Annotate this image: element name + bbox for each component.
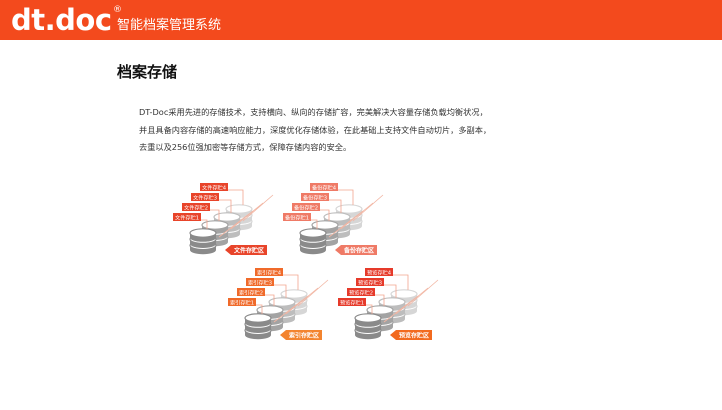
storage-tag: [283, 213, 311, 221]
connector-line: [329, 199, 342, 213]
storage-group: 预览存贮4 预览存贮3 预览存贮2 预览存贮1 预览存贮区: [338, 268, 439, 340]
storage-tag: [347, 288, 375, 296]
storage-tag-label: 预览存贮3: [358, 278, 382, 286]
region-badge-label: 索引存贮区: [289, 331, 319, 339]
storage-tag: [237, 288, 265, 296]
storage-tag: [292, 203, 320, 211]
region-badge: [225, 245, 267, 255]
connector-line: [366, 304, 373, 314]
region-badge-label: 预览存贮区: [399, 331, 429, 339]
connector-line: [256, 304, 263, 314]
accent-line: [407, 279, 439, 307]
storage-tag: [191, 193, 219, 201]
storage-tag-label: 备份存贮3: [303, 193, 327, 201]
storage-tag: [338, 298, 366, 306]
intro-line: 去重以及256位强加密等存储方式，保障存储内容的安全。: [139, 142, 352, 152]
connector-line: [265, 294, 275, 306]
storage-tag: [173, 213, 201, 221]
intro-line: DT-Doc采用先进的存储技术，支持横向、纵向的存储扩容，完美解决大容量存储负载…: [139, 107, 488, 117]
page-title: 档案存储: [117, 63, 178, 81]
app-header: dt.doc ® 智能档案管理系统: [0, 0, 722, 40]
storage-tag-label: 索引存贮1: [230, 298, 254, 306]
storage-tag: [310, 183, 338, 191]
region-badge: [280, 330, 322, 340]
accent-line: [297, 279, 329, 307]
connector-line: [375, 294, 385, 306]
storage-tag-label: 备份存贮2: [294, 203, 318, 211]
storage-tag-label: 文件存贮1: [175, 213, 199, 221]
region-badge: [390, 330, 432, 340]
disk-stack-icon: [244, 313, 272, 340]
accent-line: [340, 202, 374, 230]
storage-tag: [255, 268, 283, 276]
connector-line: [384, 284, 397, 298]
storage-group: 文件存贮4 文件存贮3 文件存贮2 文件存贮1 文件存贮区: [173, 183, 274, 255]
storage-tag: [301, 193, 329, 201]
disk-stack-icon: [354, 313, 382, 340]
storage-tag: [228, 298, 256, 306]
accent-line: [285, 287, 319, 315]
storage-tag-label: 索引存贮3: [248, 278, 272, 286]
storage-tag-label: 文件存贮4: [202, 183, 227, 191]
storage-tag-label: 预览存贮1: [340, 298, 364, 306]
accent-line: [230, 202, 264, 230]
storage-tag: [356, 278, 384, 286]
storage-tag: [200, 183, 228, 191]
storage-tag-label: 预览存贮2: [349, 288, 373, 296]
connector-line: [274, 284, 287, 298]
storage-tag-label: 索引存贮4: [257, 268, 282, 276]
connector-line: [320, 209, 330, 221]
connector-line: [210, 209, 220, 221]
disk-stack-icon: [189, 228, 217, 255]
intro-paragraph: DT-Doc采用先进的存储技术，支持横向、纵向的存储扩容，完美解决大容量存储负载…: [139, 104, 579, 157]
connector-line: [228, 189, 244, 205]
storage-tag-label: 索引存贮2: [239, 288, 263, 296]
storage-tag-label: 预览存贮4: [367, 268, 392, 276]
storage-tag-label: 文件存贮2: [184, 203, 208, 211]
connector-line: [219, 199, 232, 213]
logo[interactable]: dt.doc: [11, 3, 112, 37]
region-badge-label: 备份存贮区: [343, 246, 374, 254]
storage-tag: [365, 268, 393, 276]
accent-line: [395, 287, 429, 315]
storage-group: 备份存贮4 备份存贮3 备份存贮2 备份存贮1 备份存贮区: [283, 183, 384, 255]
storage-group: 索引存贮4 索引存贮3 索引存贮2 索引存贮1 索引存贮区: [228, 268, 329, 340]
intro-line: 并且具备内容存储的高速响应能力，深度优化存储体验，在此基础上支持文件自动切片，多…: [139, 124, 492, 135]
connector-line: [311, 219, 318, 229]
connector-line: [283, 274, 299, 290]
connector-line: [338, 189, 354, 205]
disk-stack-icon: [299, 228, 327, 255]
accent-line: [242, 194, 274, 222]
accent-line: [352, 194, 384, 222]
storage-tag: [246, 278, 274, 286]
storage-tag-label: 文件存贮3: [193, 193, 217, 201]
region-badge-label: 文件存贮区: [233, 246, 264, 254]
storage-tag-label: 备份存贮4: [312, 183, 337, 191]
storage-tag-label: 备份存贮1: [285, 213, 309, 221]
region-badge: [335, 245, 377, 255]
app-subtitle: 智能档案管理系统: [117, 18, 222, 33]
connector-line: [393, 274, 409, 290]
storage-tag: [182, 203, 210, 211]
connector-line: [201, 219, 208, 229]
registered-mark: ®: [113, 5, 122, 15]
